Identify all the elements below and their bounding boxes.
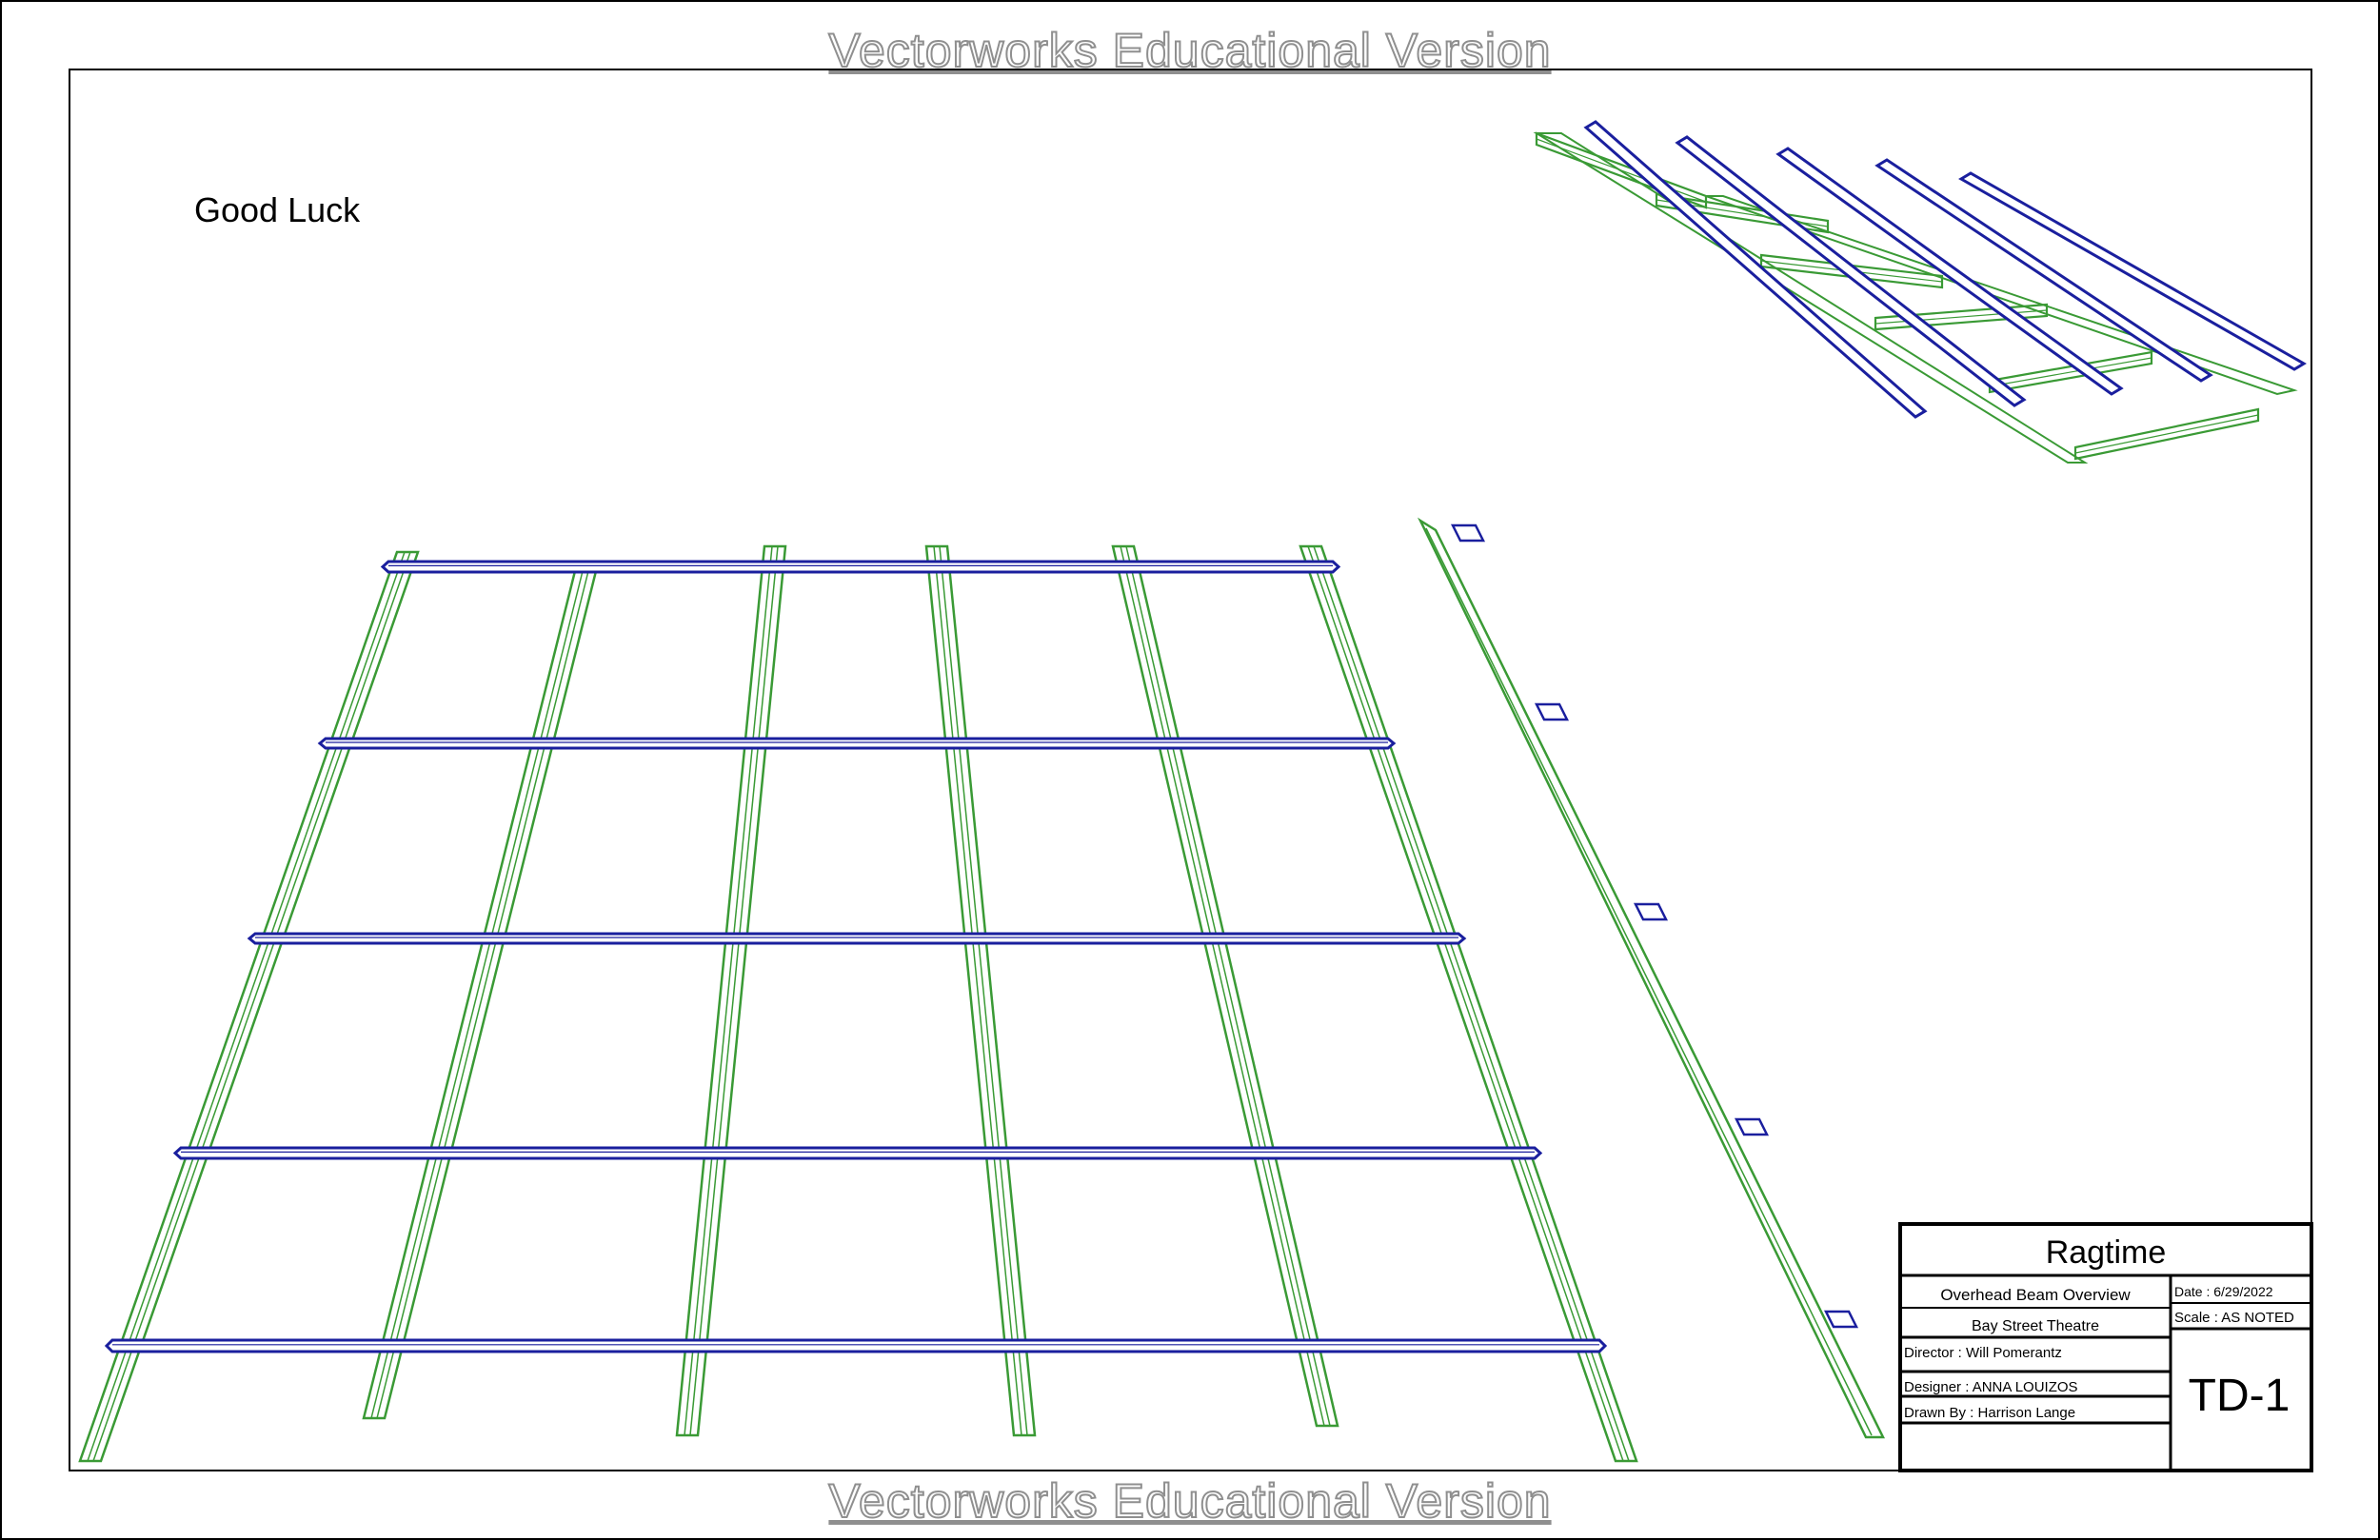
designer: Designer : ANNA LOUIZOS <box>1904 1379 2078 1395</box>
plan-beam <box>924 544 1037 1437</box>
drawn-by: Drawn By : Harrison Lange <box>1904 1405 2075 1421</box>
note-text: Good Luck <box>194 190 361 229</box>
plan-beam-web <box>87 551 406 1462</box>
side-view <box>1417 517 1886 1439</box>
plan-beams <box>78 544 1638 1463</box>
plan-pipe <box>380 560 1341 574</box>
iso-pipe <box>1775 147 2124 396</box>
plan-beam-web <box>1120 545 1325 1427</box>
iso-beam <box>2073 407 2260 461</box>
plan-beam <box>362 565 599 1420</box>
sheet-number: TD-1 <box>2189 1371 2291 1421</box>
plan-pipes <box>104 560 1608 1353</box>
plan-beam-web <box>1313 545 1630 1462</box>
plan-beam-web <box>689 545 779 1436</box>
side-beam-edge <box>1425 527 1873 1436</box>
plan-beam-web <box>1125 545 1331 1427</box>
iso-pipe <box>1874 158 2213 383</box>
side-beam <box>1417 517 1886 1439</box>
plan-pipe <box>247 932 1467 945</box>
watermark-bottom: Vectorworks Educational Version <box>827 1473 1552 1529</box>
side-pipes <box>1450 523 1859 1329</box>
iso-pipe <box>1583 120 1928 419</box>
plan-pipe <box>104 1338 1608 1353</box>
plan-beam-web <box>370 566 585 1419</box>
isometric-view <box>1533 120 2307 464</box>
plan-pipe <box>172 1146 1543 1160</box>
plan-beam-web <box>376 566 590 1419</box>
iso-pipe <box>1675 135 2027 407</box>
side-pipe-clamp <box>1450 523 1486 543</box>
iso-pipes <box>1583 120 2307 419</box>
show-title: Ragtime <box>2046 1234 2167 1271</box>
plan-beam <box>1299 544 1638 1463</box>
iso-beam-edge <box>1989 357 2152 387</box>
side-pipe-clamp <box>1734 1117 1770 1136</box>
iso-rail <box>1533 132 2089 464</box>
side-pipe-clamp <box>1823 1310 1859 1329</box>
iso-beam <box>1988 350 2153 394</box>
director: Director : Will Pomerantz <box>1904 1345 2062 1361</box>
title-block: Ragtime Overhead Beam Overview Bay Stree… <box>1898 1222 2313 1472</box>
iso-beam <box>1759 253 1944 289</box>
plan-beam-web <box>1307 545 1624 1462</box>
iso-beam-edge <box>2074 414 2259 454</box>
plan-beam-web <box>933 545 1022 1436</box>
plan-beam <box>78 550 420 1463</box>
iso-beams <box>1533 131 2298 464</box>
drawing-border <box>69 69 2312 1471</box>
venue: Bay Street Theatre <box>1972 1318 2099 1334</box>
iso-pipe <box>1958 171 2307 371</box>
date: Date : 6/29/2022 <box>2174 1284 2273 1299</box>
title-block-frame <box>1898 1222 2313 1472</box>
plan-pipe <box>317 737 1397 750</box>
plan-view <box>78 544 1638 1463</box>
plan-beam <box>675 544 787 1437</box>
plan-beam <box>1111 544 1339 1428</box>
iso-rail <box>1705 195 2298 396</box>
side-pipe-clamp <box>1534 702 1570 721</box>
plan-beam-web <box>684 545 773 1436</box>
iso-beam-edge <box>1874 309 2048 325</box>
side-pipe-clamp <box>1633 902 1669 921</box>
plan-beam-web <box>92 551 411 1462</box>
sheet-title: Overhead Beam Overview <box>1940 1286 2131 1304</box>
plan-beam-web <box>939 545 1028 1436</box>
iso-beam <box>1874 303 2049 331</box>
scale: Scale : AS NOTED <box>2174 1310 2294 1326</box>
